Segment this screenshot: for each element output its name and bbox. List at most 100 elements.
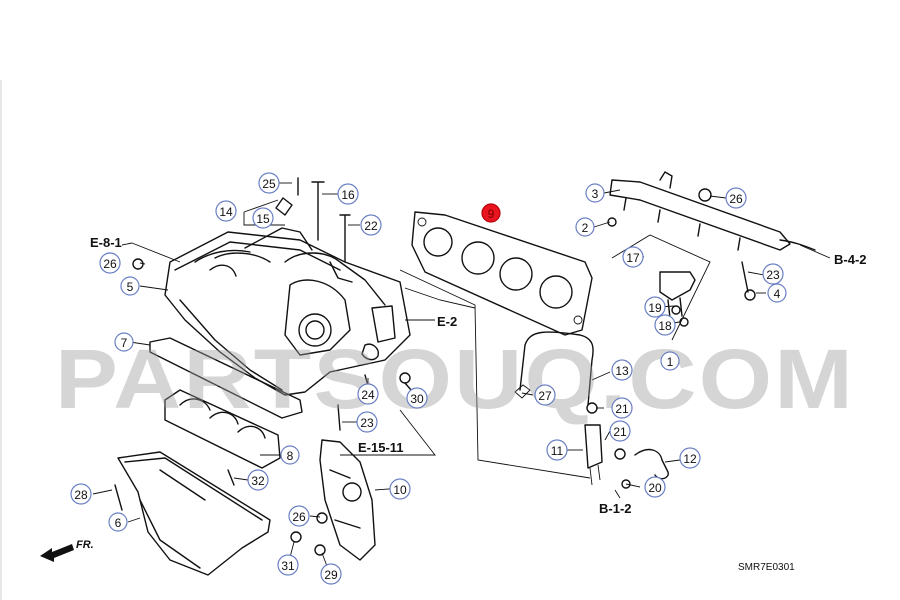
- ref-e-15-11[interactable]: E-15-11: [358, 440, 404, 455]
- callout-label: 20: [648, 481, 662, 495]
- callout-24[interactable]: 24: [357, 383, 379, 405]
- insulator-drawing: [164, 389, 281, 469]
- callout-13[interactable]: 13: [611, 359, 633, 381]
- callout-label: 2: [582, 221, 589, 235]
- callout-31[interactable]: 31: [277, 554, 299, 576]
- callout-label: 9: [488, 207, 495, 221]
- callout-16[interactable]: 16: [337, 183, 359, 205]
- callout-label: 16: [341, 188, 355, 202]
- callout-circle: [654, 314, 676, 336]
- callout-circle: [114, 332, 134, 352]
- callout-circle: [611, 359, 633, 381]
- callout-label: 21: [615, 402, 629, 416]
- hose-drawing: [634, 448, 669, 480]
- callout-12[interactable]: 12: [679, 447, 701, 469]
- callout-circle: [288, 505, 310, 527]
- callout-label: 22: [364, 219, 378, 233]
- callout-label: 24: [361, 388, 375, 402]
- callout-19[interactable]: 19: [644, 296, 666, 318]
- callout-circle: [277, 554, 299, 576]
- callout-21-upper[interactable]: 21: [611, 397, 633, 419]
- callout-label: 8: [287, 449, 294, 463]
- ref-e-2[interactable]: E-2: [437, 314, 457, 329]
- callout-29[interactable]: 29: [320, 563, 342, 585]
- callout-label: 29: [324, 568, 338, 582]
- callout-26-bottom[interactable]: 26: [288, 505, 310, 527]
- callout-circle: [120, 276, 140, 296]
- callout-label: 27: [538, 389, 552, 403]
- callout-22[interactable]: 22: [360, 214, 382, 236]
- callout-label: 10: [393, 483, 407, 497]
- callout-circle: [320, 563, 342, 585]
- callout-label: 17: [626, 251, 640, 265]
- callout-circle: [108, 512, 128, 532]
- callout-7[interactable]: 7: [114, 332, 134, 352]
- callout-circle: [70, 483, 92, 505]
- callout-18[interactable]: 18: [654, 314, 676, 336]
- callout-label: 18: [658, 319, 672, 333]
- callout-label: 32: [251, 474, 265, 488]
- callout-label: 23: [766, 268, 780, 282]
- callout-3[interactable]: 3: [585, 183, 605, 203]
- injector-bracket-lines: [611, 234, 711, 341]
- callout-8[interactable]: 8: [280, 445, 300, 465]
- ref-b-1-2[interactable]: B-1-2: [599, 501, 632, 516]
- callout-14[interactable]: 14: [215, 200, 237, 222]
- callout-circle: [644, 476, 666, 498]
- callout-circle: [725, 187, 747, 209]
- callout-20[interactable]: 20: [644, 476, 666, 498]
- ref-e-8-1[interactable]: E-8-1: [90, 235, 122, 250]
- callout-circle: [585, 183, 605, 203]
- callout-label: 7: [121, 336, 128, 350]
- injector-drawing: [659, 271, 696, 319]
- callout-26-left[interactable]: 26: [99, 252, 121, 274]
- callout-30[interactable]: 30: [406, 387, 428, 409]
- lower-chamber-drawing: [117, 451, 271, 576]
- callout-circle: [360, 214, 382, 236]
- callout-circle: [611, 397, 633, 419]
- callout-circle: [546, 439, 568, 461]
- callout-circle: [389, 478, 411, 500]
- callout-label: 25: [262, 177, 276, 191]
- callout-28[interactable]: 28: [70, 483, 92, 505]
- callout-6[interactable]: 6: [108, 512, 128, 532]
- callout-11[interactable]: 11: [546, 439, 568, 461]
- ref-b-4-2[interactable]: B-4-2: [834, 252, 867, 267]
- callout-27[interactable]: 27: [534, 384, 556, 406]
- callout-circle: [644, 296, 666, 318]
- callout-32[interactable]: 32: [247, 469, 269, 491]
- breather-pipe-drawing: [519, 331, 594, 406]
- callout-circle: [357, 383, 379, 405]
- callout-17[interactable]: 17: [622, 246, 644, 268]
- callout-label: 1: [667, 355, 674, 369]
- callout-10[interactable]: 10: [389, 478, 411, 500]
- callout-circle: [575, 217, 595, 237]
- callout-26-right[interactable]: 26: [725, 187, 747, 209]
- callout-4[interactable]: 4: [767, 283, 787, 303]
- callout-23-right[interactable]: 23: [762, 263, 784, 285]
- callout-21-lower[interactable]: 21: [609, 420, 631, 442]
- callout-label: 14: [219, 205, 233, 219]
- callout-23-left[interactable]: 23: [356, 411, 378, 433]
- callout-5[interactable]: 5: [120, 276, 140, 296]
- callout-label: 6: [115, 516, 122, 530]
- callout-label: 26: [103, 257, 117, 271]
- callout-label: 31: [281, 559, 295, 573]
- callout-25[interactable]: 25: [258, 172, 280, 194]
- callout-9[interactable]: 9: [481, 203, 501, 223]
- callout-15[interactable]: 15: [252, 207, 274, 229]
- callout-circle: [252, 207, 274, 229]
- callout-circle: [258, 172, 280, 194]
- watermark: PARTSOUQ.COM: [55, 332, 855, 426]
- front-label: FR.: [76, 539, 94, 551]
- engine-cover-drawing: [319, 439, 376, 561]
- callout-2[interactable]: 2: [575, 217, 595, 237]
- callout-label: 3: [592, 187, 599, 201]
- callout-label: 28: [74, 488, 88, 502]
- injector-lower-drawing: [584, 424, 603, 469]
- callout-label: 23: [360, 416, 374, 430]
- callout-1[interactable]: 1: [660, 351, 680, 371]
- callout-label: 30: [410, 392, 424, 406]
